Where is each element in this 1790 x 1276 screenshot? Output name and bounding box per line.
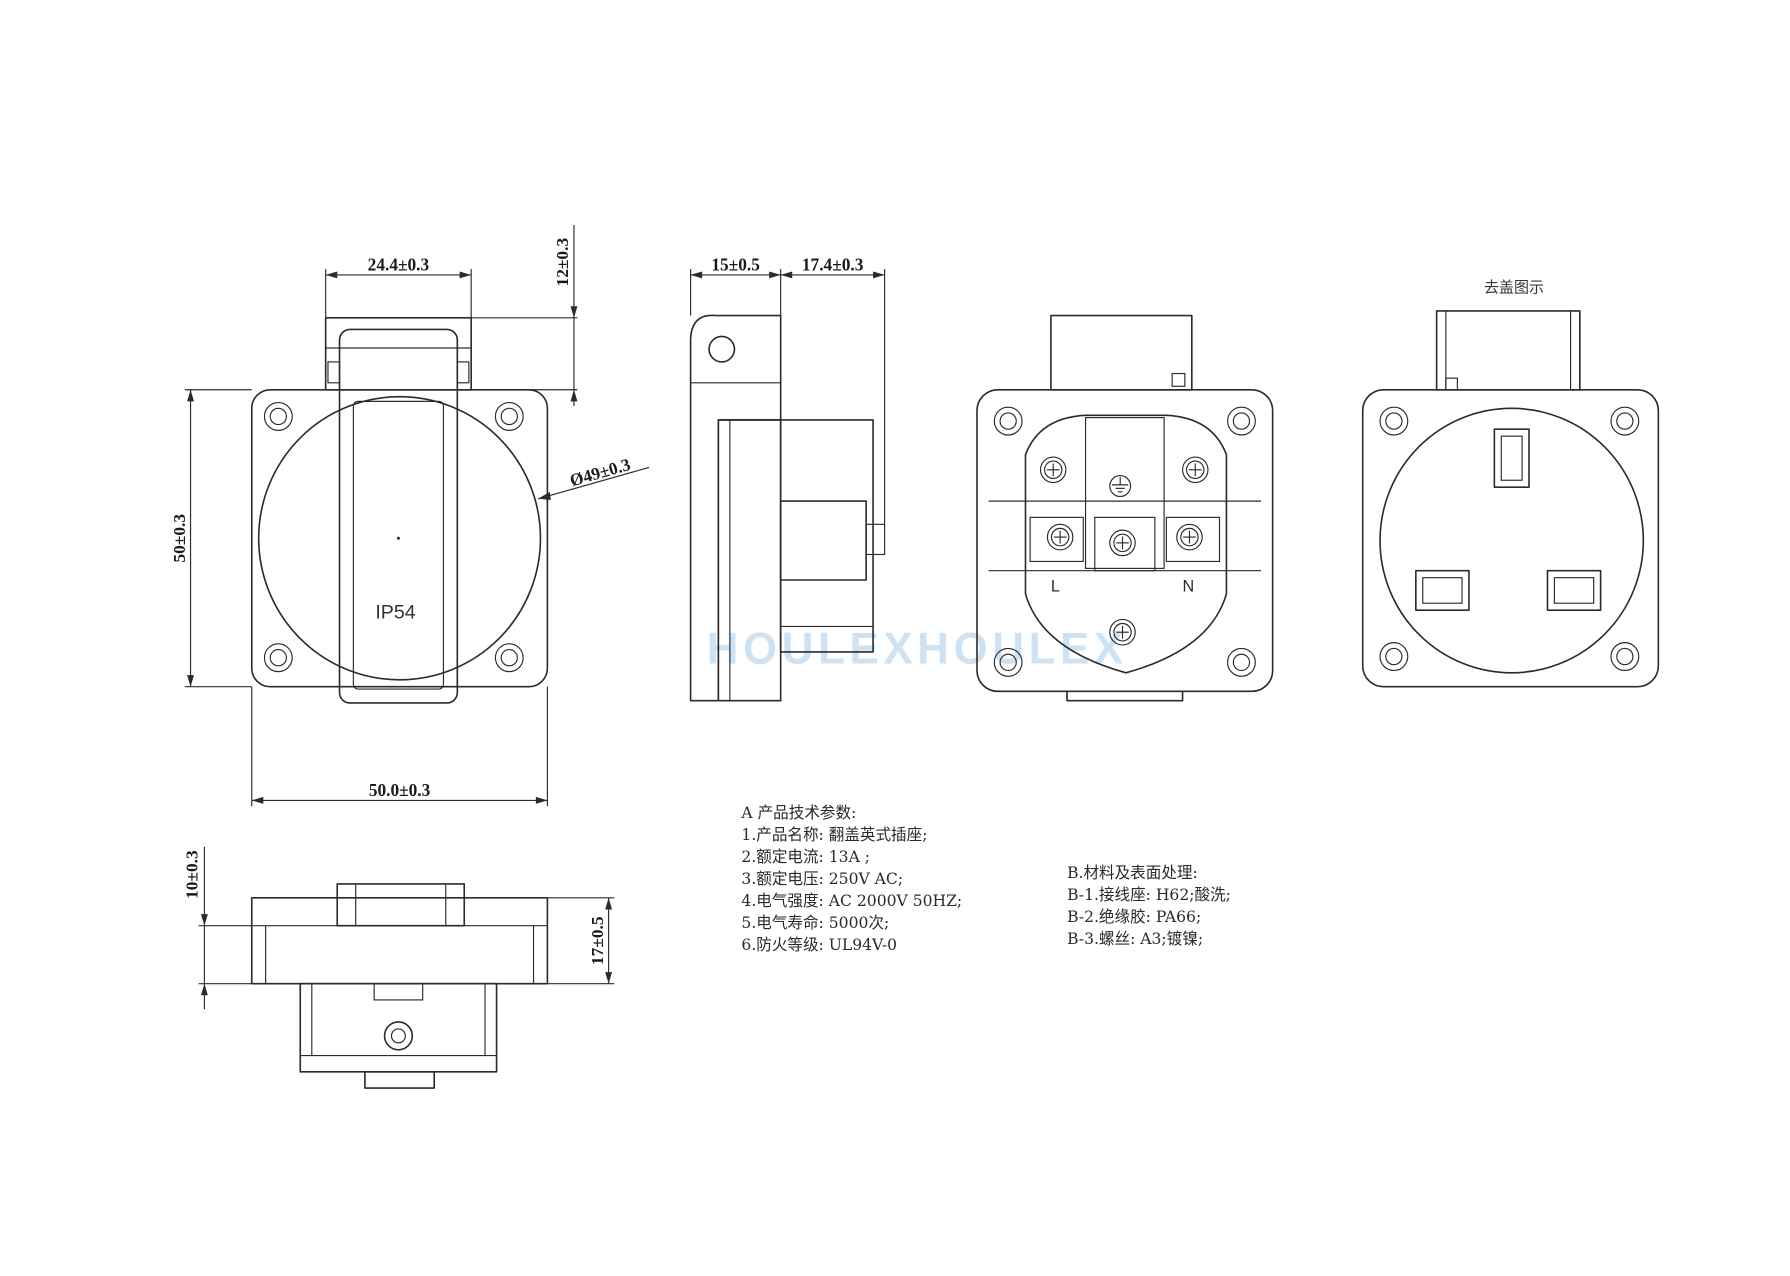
back-mount-hole-tr: [1227, 406, 1256, 436]
spec-a-item-1: 1.产品名称: 翻盖英式插座;: [741, 826, 927, 844]
side-terminal: [779, 500, 867, 581]
bottom-flange: [250, 897, 549, 985]
live-pin-slot: [1415, 569, 1470, 611]
front-mount-hole-bl: [263, 643, 293, 673]
dim-lid-top: 12±0.3: [553, 237, 572, 286]
uncovered-view: 去盖图示: [1361, 278, 1660, 688]
spec-a-block: A 产品技术参数: 1.产品名称: 翻盖英式插座; 2.额定电流: 13A ; …: [740, 804, 962, 954]
front-hinge: [324, 317, 472, 391]
uncovered-mount-hole-tr: [1610, 406, 1640, 436]
spec-a-item-2: 2.额定电流: 13A ;: [741, 848, 870, 866]
back-mount-hole-br: [1227, 647, 1256, 677]
front-lid: [338, 328, 459, 704]
back-bottom-tab: [1066, 690, 1184, 702]
spec-b-block: B.材料及表面处理: B-1.接线座: H62;酸洗; B-2.绝缘胶: PA6…: [1067, 864, 1231, 948]
front-mount-hole-tr: [494, 401, 524, 431]
back-view: L N: [976, 314, 1274, 702]
back-screw-live: [1046, 523, 1074, 551]
dim-depth: 17±0.5: [588, 916, 607, 965]
front-view: IP54: [250, 317, 549, 704]
spec-b-item-3: B-3.螺丝: A3;镀镍;: [1067, 930, 1203, 948]
spec-a-item-5: 5.电气寿命: 5000次;: [741, 914, 889, 932]
back-terminal-block: [1024, 414, 1228, 674]
bottom-tab: [364, 1071, 436, 1089]
dim-flange: 10±0.3: [183, 850, 202, 899]
spec-a-item-6: 6.防火等级: UL94V-0: [741, 936, 897, 954]
bottom-screw-hole: [383, 1021, 414, 1051]
neutral-pin-slot: [1546, 569, 1602, 611]
uncovered-hinge: [1435, 310, 1581, 391]
front-dimensions: 24.4±0.3 12±0.3 50±0.3 Ø49±0.3 50.0±0.3: [170, 225, 650, 807]
back-screw-earth: [1109, 529, 1136, 557]
back-live-label: L: [1051, 578, 1060, 596]
front-socket-circle: [257, 395, 542, 681]
watermark-text: HOULEXHOULEX: [707, 624, 1128, 673]
back-screw-neutral: [1176, 523, 1203, 551]
dim-diameter: Ø49±0.3: [568, 455, 633, 491]
spec-a-heading: A 产品技术参数:: [740, 804, 856, 822]
spec-b-item-2: B-2.绝缘胶: PA66;: [1067, 908, 1201, 926]
spec-a-item-4: 4.电气强度: AC 2000V 50HZ;: [741, 892, 962, 910]
front-mount-hole-tl: [263, 401, 293, 431]
spec-a-item-3: 3.额定电压: 250V AC;: [741, 870, 903, 888]
uncovered-mount-hole-tl: [1379, 406, 1409, 436]
back-screw-top-left: [1039, 456, 1067, 484]
side-body: [779, 419, 874, 653]
back-neutral-label: N: [1183, 578, 1195, 596]
side-view: [689, 314, 886, 702]
back-mount-hole-tl: [993, 406, 1023, 436]
dim-lid-width: 24.4±0.3: [368, 255, 430, 274]
front-mount-hole-br: [494, 643, 524, 673]
uncovered-mount-hole-bl: [1379, 642, 1409, 672]
uncovered-mount-hole-br: [1610, 642, 1640, 672]
spec-b-item-1: B-1.接线座: H62;酸洗;: [1067, 886, 1231, 904]
dim-lid-depth: 15±0.5: [711, 255, 760, 274]
bottom-body: [299, 982, 498, 1073]
earth-pin-slot: [1493, 428, 1530, 489]
front-lid-label: IP54: [375, 601, 415, 623]
dim-height: 50±0.3: [170, 514, 189, 563]
bottom-view: [250, 883, 549, 1089]
back-screw-bottom: [1109, 618, 1136, 646]
front-lid-inner-panel: [352, 400, 445, 690]
back-flange: [976, 388, 1274, 693]
side-dimensions: 15±0.5 17.4±0.3: [690, 255, 886, 525]
spec-b-heading: B.材料及表面处理:: [1067, 864, 1198, 882]
uncovered-socket-face: [1379, 407, 1645, 674]
back-top-housing: [1050, 314, 1193, 391]
side-hinge-pin: [708, 335, 736, 363]
back-screw-top-right: [1181, 456, 1209, 484]
dim-width: 50.0±0.3: [369, 781, 431, 800]
earth-symbol-icon: [1109, 475, 1132, 498]
bottom-dimensions: 10±0.3 17±0.5: [183, 846, 615, 1010]
uncovered-flange: [1361, 388, 1660, 688]
dim-body-depth: 17.4±0.3: [802, 255, 864, 274]
uncovered-caption: 去盖图示: [1484, 278, 1544, 296]
